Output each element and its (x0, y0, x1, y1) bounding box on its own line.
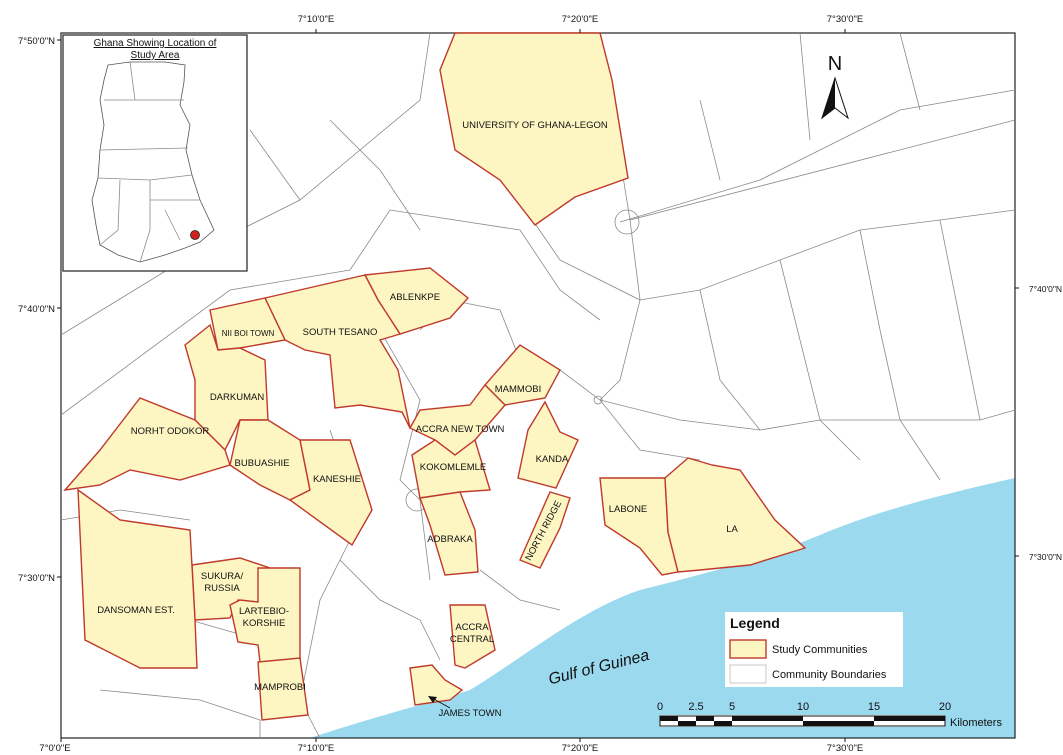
bottom-tick-label-3: 7°30'0"E (827, 743, 863, 754)
left-tick-label-2: 7°40'0"N (18, 304, 55, 315)
label-accra-new-town: ACCRA NEW TOWN (416, 424, 505, 435)
community-kanda[interactable] (517, 400, 579, 489)
label-russia: RUSSIA (204, 583, 240, 594)
scale-tick-5: 5 (729, 701, 735, 713)
legend-swatch-study-communities (729, 639, 767, 659)
scale-tick-0: 0 (657, 701, 663, 713)
top-tick-label-1: 7°10'0"E (298, 14, 334, 25)
left-tick-label-1: 7°50'0"N (18, 36, 55, 47)
label-bubuashie: BUBUASHIE (235, 458, 290, 469)
label-norht-odokor: NORHT ODOKOR (131, 426, 210, 437)
community-accra-central[interactable] (449, 604, 496, 669)
label-james-town: JAMES TOWN (439, 708, 502, 719)
legend-title: Legend (730, 615, 780, 631)
scale-tick-15: 15 (868, 701, 880, 713)
community-kaneshie[interactable] (288, 439, 373, 547)
label-mamprobi: MAMPROBI (254, 682, 306, 693)
legend: Legend Study Communities Community Bound… (725, 612, 903, 687)
community-lartebio-korshie[interactable] (229, 567, 301, 663)
community-la[interactable] (664, 457, 807, 573)
bottom-tick-label-1: 7°10'0"E (298, 743, 334, 754)
left-tick-label-3: 7°30'0"N (18, 573, 55, 584)
label-university-of-ghana-legon: UNIVERSITY OF GHANA-LEGON (462, 120, 608, 131)
legend-item-study-communities: Study Communities (772, 644, 868, 656)
community-north-ridge[interactable] (519, 491, 571, 569)
inset-map: Ghana Showing Location of Study Area (62, 34, 248, 272)
legend-swatch-community-boundaries (729, 664, 767, 684)
top-tick-label-2: 7°20'0"E (562, 14, 598, 25)
label-darkuman: DARKUMAN (210, 392, 265, 403)
top-tick-label-3: 7°30'0"E (827, 14, 863, 25)
bottom-tick-label-0: 7°0'0"E (39, 743, 70, 754)
label-kanda: KANDA (536, 454, 569, 465)
label-accra: ACCRA (455, 622, 489, 633)
community-accra-new-town[interactable] (409, 383, 506, 456)
label-sukura: SUKURA/ (201, 571, 244, 582)
label-dansoman-est: DANSOMAN EST. (97, 605, 175, 616)
study-communities (63, 32, 807, 721)
label-korshie: KORSHIE (243, 618, 286, 629)
label-kokomlemle: KOKOMLEMLE (420, 462, 487, 473)
community-adbraka[interactable] (419, 491, 479, 576)
scale-tick-20: 20 (939, 701, 951, 713)
right-tick-label-1: 7°40'0"N (1029, 284, 1062, 294)
james-town-arrowhead-icon (428, 696, 437, 703)
scale-bar: 0 2.5 5 10 15 20 Kilometers (657, 701, 1003, 729)
scale-tick-2-5: 2.5 (688, 701, 703, 713)
label-kaneshie: KANESHIE (313, 474, 361, 485)
label-mammobi: MAMMOBI (495, 384, 541, 395)
label-ablenkpe: ABLENKPE (390, 292, 440, 303)
graticule: 7°10'0"E 7°20'0"E 7°30'0"E 7°0'0"E 7°10'… (18, 14, 1062, 754)
label-adbraka: ADBRAKA (427, 534, 473, 545)
right-tick-label-2: 7°30'0"N (1029, 552, 1062, 562)
community-university-of-ghana-legon[interactable] (439, 32, 629, 226)
label-south-tesano: SOUTH TESANO (303, 327, 378, 338)
study-area-location-dot (190, 230, 200, 240)
label-central: CENTRAL (450, 634, 494, 645)
bottom-tick-label-2: 7°20'0"E (562, 743, 598, 754)
legend-item-community-boundaries: Community Boundaries (772, 669, 887, 681)
community-dansoman-est[interactable] (77, 488, 198, 669)
label-la: LA (726, 524, 738, 535)
community-mamprobi[interactable] (257, 657, 309, 721)
scale-tick-10: 10 (797, 701, 809, 713)
north-arrow-label: N (828, 53, 842, 75)
scale-unit: Kilometers (950, 717, 1002, 729)
community-norht-odokor[interactable] (63, 397, 231, 491)
inset-title-line1: Ghana Showing Location of (94, 38, 217, 49)
community-south-tesano[interactable] (263, 274, 411, 429)
community-james-town[interactable] (409, 664, 464, 706)
label-lartebio: LARTEBIO- (239, 606, 289, 617)
community-nii-boi-town[interactable] (209, 297, 287, 351)
label-labone: LABONE (609, 504, 648, 515)
north-arrow: N (821, 53, 849, 120)
label-nii-boi-town: NII BOI TOWN (222, 329, 275, 338)
inset-title-line2: Study Area (131, 50, 180, 61)
